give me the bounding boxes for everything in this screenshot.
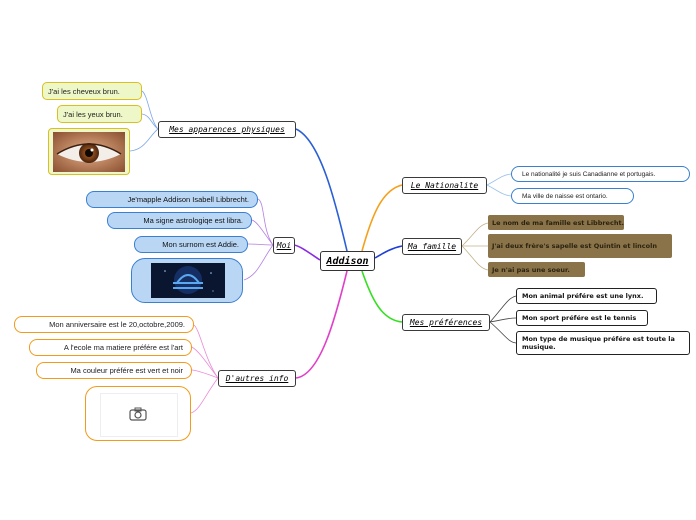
leaf-surnom[interactable]: Mon surnom est Addie. (134, 236, 248, 253)
branch-nationalite[interactable]: Le Nationalite (402, 177, 487, 194)
leaf-yeux[interactable]: J'ai les yeux brun. (57, 105, 142, 123)
link-famille (374, 245, 403, 259)
central-topic[interactable]: Addison (320, 251, 375, 271)
branch-famille[interactable]: Ma famille (402, 238, 462, 255)
leaf-animal[interactable]: Mon animal préfére est une lynx. (516, 288, 657, 304)
link-moi (293, 244, 321, 261)
leaf-soeur[interactable]: Je n'ai pas une soeur. (488, 262, 585, 277)
eye-icon (53, 131, 125, 172)
leaf-ecole[interactable]: A l'ecole ma matiere préfére est l'art (29, 339, 192, 356)
branch-autres[interactable]: D'autres info (218, 370, 296, 387)
camera-icon (129, 407, 147, 421)
link-autres (295, 270, 348, 379)
leaf-ville[interactable]: Ma ville de naisse est ontario. (511, 188, 634, 204)
link-apparences (295, 128, 348, 252)
libra-image[interactable] (131, 258, 243, 303)
libra-icon (151, 263, 225, 298)
leaf-couleur[interactable]: Ma couleur préfére est vert et noir (36, 362, 192, 379)
branch-preferences[interactable]: Mes préférences (402, 314, 490, 331)
leaf-musique[interactable]: Mon type de musique préfére est toute la… (516, 331, 690, 355)
link-preferences (361, 270, 403, 323)
branch-apparences[interactable]: Mes apparences physiques (158, 121, 296, 138)
leaf-nationalite[interactable]: Le nationalité je suis Canadianne et por… (511, 166, 690, 182)
leaf-sport[interactable]: Mon sport préfére est le tennis (516, 310, 648, 326)
eye-image[interactable] (48, 128, 130, 175)
photo-placeholder[interactable] (85, 386, 191, 441)
branch-moi[interactable]: Moi (273, 237, 295, 254)
link-nationalite (361, 184, 403, 252)
leaf-nom[interactable]: Je'mapple Addison Isabell Libbrecht. (86, 191, 258, 208)
leaf-cheveux[interactable]: J'ai les cheveux brun. (42, 82, 142, 100)
leaf-signe[interactable]: Ma signe astrologiqe est libra. (107, 212, 252, 229)
leaf-anniversaire[interactable]: Mon anniversaire est le 20,octobre,2009. (14, 316, 194, 333)
leaf-nom-famille[interactable]: Le nom de ma famille est Libbrecht. (488, 215, 624, 230)
leaf-freres[interactable]: J'ai deux frère's sapelle est Quintin et… (488, 234, 672, 258)
